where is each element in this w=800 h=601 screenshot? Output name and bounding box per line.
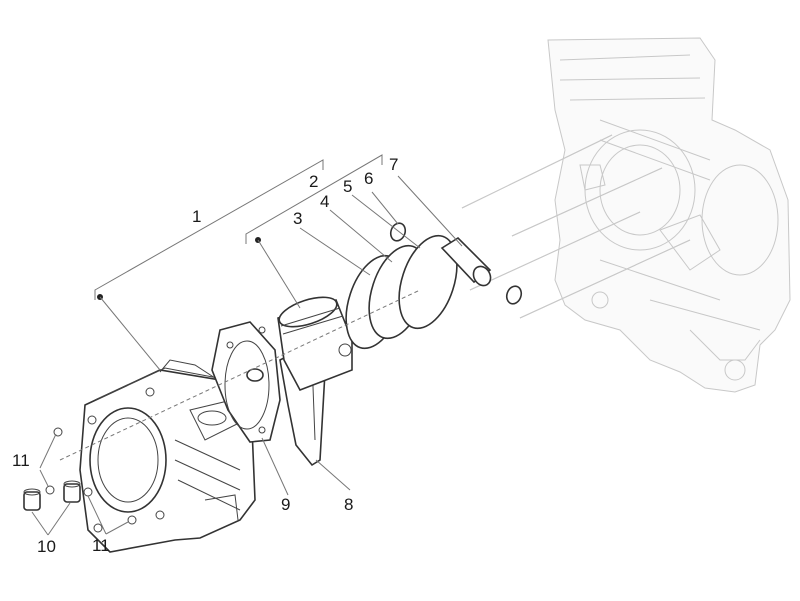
base-gasket <box>211 321 281 443</box>
gudgeon-pin-small <box>246 368 264 382</box>
crankcase-background <box>547 37 791 393</box>
bracket-2 <box>245 154 383 309</box>
callout-11-bottom: 11 <box>92 536 110 555</box>
callout-6: 6 <box>364 169 373 188</box>
callout-10: 10 <box>37 537 56 556</box>
leader-lines <box>31 175 463 536</box>
callout-1: 1 <box>192 207 201 226</box>
cylinder-studs <box>461 134 691 319</box>
callout-4: 4 <box>320 192 329 211</box>
cylinder-block <box>79 359 256 553</box>
snap-ring-right <box>505 285 523 305</box>
callout-11-left: 11 <box>12 451 30 470</box>
piston-pin <box>440 236 492 287</box>
callout-7: 7 <box>389 155 398 174</box>
bracket-1 <box>94 159 324 371</box>
piston <box>277 296 353 392</box>
callout-8: 8 <box>344 495 353 514</box>
callout-2: 2 <box>309 172 318 191</box>
piston-ring-inner <box>398 234 458 330</box>
dowel-left <box>23 488 41 511</box>
dowel-right <box>63 480 81 503</box>
callout-3: 3 <box>293 209 302 228</box>
callout-9: 9 <box>281 495 290 514</box>
snap-ring <box>389 222 407 242</box>
callout-5: 5 <box>343 177 352 196</box>
